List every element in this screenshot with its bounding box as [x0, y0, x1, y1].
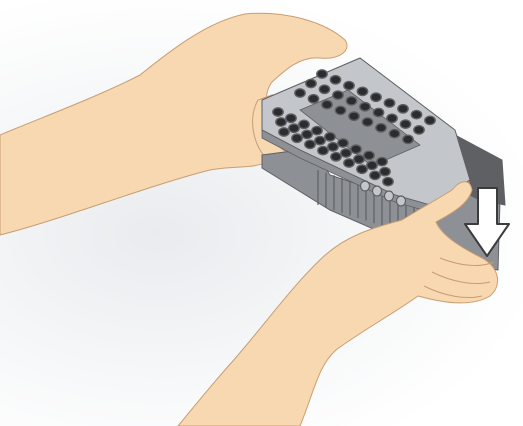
- stud-hole: [397, 103, 409, 114]
- stud-hole: [386, 113, 398, 124]
- stud-hole: [361, 117, 374, 127]
- stud-hole: [382, 176, 394, 187]
- side-connector-holes: [359, 180, 407, 207]
- stud-hole: [311, 125, 323, 136]
- stud-hole: [304, 139, 316, 150]
- stud-hole: [379, 166, 391, 177]
- stud-hole: [372, 107, 385, 118]
- stud-hole: [337, 138, 349, 148]
- stud-hole: [348, 111, 360, 122]
- down-arrow-icon: [464, 187, 510, 257]
- stud-hole: [399, 119, 412, 130]
- stud-hole: [327, 141, 339, 152]
- stud-hole: [298, 119, 310, 130]
- stud-hole: [332, 90, 344, 101]
- stud-hole: [383, 98, 396, 108]
- stud-hole: [318, 84, 331, 95]
- stud-hole: [316, 69, 328, 79]
- stud-hole: [345, 96, 358, 106]
- side-hole: [359, 180, 371, 192]
- stud-hole: [388, 128, 401, 139]
- right-hand: [177, 181, 498, 426]
- side-hole: [383, 190, 395, 202]
- stud-hole: [370, 92, 382, 103]
- side-hole: [371, 185, 383, 197]
- stud-hole: [321, 99, 333, 110]
- stud-hole: [291, 133, 303, 144]
- stud-hole: [353, 154, 365, 165]
- stud-hole: [376, 156, 388, 167]
- stud-hole: [340, 148, 352, 158]
- stud-hole: [272, 107, 284, 117]
- stud-hole: [307, 93, 320, 104]
- stud-hole: [329, 74, 342, 85]
- stud-hole: [275, 117, 287, 127]
- stud-hole: [278, 127, 290, 137]
- stud-hole: [424, 115, 436, 126]
- left-forearm: [0, 12, 348, 236]
- side-hole: [395, 195, 407, 207]
- stud-hole: [305, 78, 317, 89]
- stud-hole: [285, 113, 297, 124]
- stud-hole: [375, 122, 387, 133]
- stud-hole: [410, 109, 423, 120]
- stud-hole: [366, 160, 378, 171]
- stud-hole: [369, 170, 381, 181]
- stud-hole: [324, 131, 336, 142]
- stud-hole: [343, 158, 355, 168]
- stud-hole: [413, 124, 425, 135]
- stud-hole: [402, 134, 414, 145]
- stud-hole: [350, 144, 362, 155]
- box-center-slot: [299, 89, 421, 167]
- stud-hole: [359, 101, 371, 112]
- stud-hole: [363, 150, 375, 161]
- stud-hole: [343, 80, 355, 91]
- stud-hole: [330, 151, 342, 162]
- stud-hole: [314, 135, 326, 146]
- stud-hole: [288, 123, 300, 134]
- stud-hole: [317, 145, 329, 156]
- stud-hole: [356, 86, 369, 97]
- stud-hole: [356, 164, 368, 175]
- right-forearm: [177, 181, 498, 426]
- stud-hole-grid: [272, 69, 436, 187]
- right-fingers: [423, 257, 495, 299]
- stud-hole: [301, 129, 313, 140]
- stud-hole: [294, 88, 306, 98]
- stud-hole: [334, 105, 347, 116]
